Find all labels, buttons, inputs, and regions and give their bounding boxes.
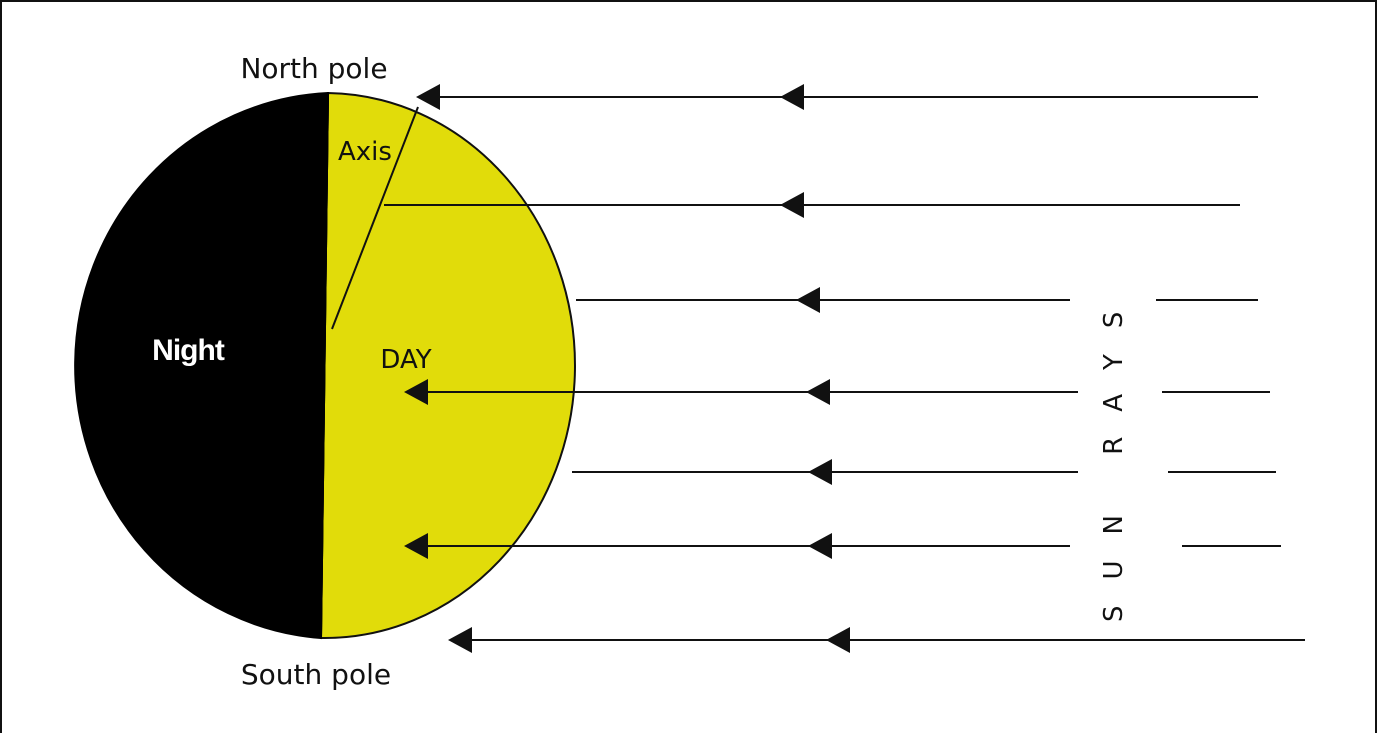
north-pole-label: North pole xyxy=(240,52,387,85)
axis-label: Axis xyxy=(338,137,392,167)
sun-ray xyxy=(576,287,1258,313)
sun-ray xyxy=(416,84,1258,110)
sun-ray xyxy=(448,627,1305,653)
day-hemisphere xyxy=(319,91,576,640)
terminator-line xyxy=(320,92,329,639)
sun-rays xyxy=(384,84,1305,653)
night-hemisphere xyxy=(74,91,330,640)
night-label: Night xyxy=(152,334,225,367)
sun-ray xyxy=(384,192,1240,218)
sun-ray xyxy=(404,379,1270,405)
south-pole-label: South pole xyxy=(241,658,391,691)
axis-line xyxy=(331,106,419,330)
sun-ray xyxy=(404,533,1281,559)
sun-rays-label: SUN RAYS xyxy=(1099,286,1129,622)
day-label: DAY xyxy=(380,345,431,375)
sun-ray xyxy=(572,459,1276,485)
